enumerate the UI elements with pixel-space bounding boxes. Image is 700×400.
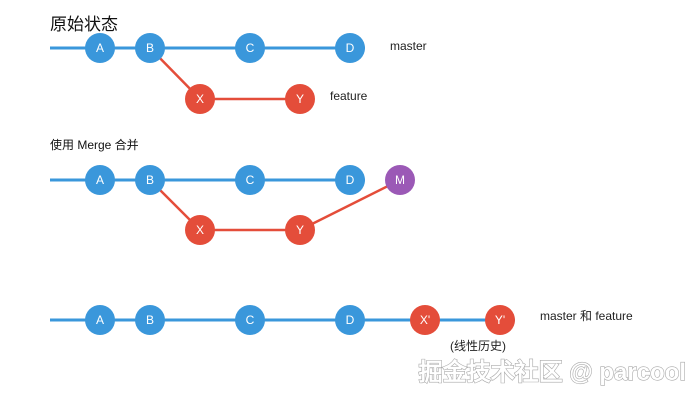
diagram3-commit-b-label: B [146,313,154,327]
diagram1-commit-x: X [185,84,215,114]
diagram2-commit-b-label: B [146,173,154,187]
diagram1-commit-c: C [235,33,265,63]
diagram2-commit-y-label: Y [296,223,304,237]
diagram2-commit-y: Y [285,215,315,245]
diagram1-commit-y: Y [285,84,315,114]
diagram3-commit-b: B [135,305,165,335]
diagram2-merge-edge [299,178,401,232]
diagram2-commit-m: M [385,165,415,195]
diagram2-commit-c-label: C [246,173,255,187]
diagram1-commit-b-label: B [146,41,154,55]
watermark-text: 掘金技术社区 @ parcool [419,358,686,386]
diagram1-feature-label: feature [330,89,368,103]
diagram3-branch-label: master 和 feature [540,309,633,323]
diagram1-commit-d: D [335,33,365,63]
diagram2-commit-m-label: M [395,173,405,187]
diagram3-commit-x-prime-label: X' [420,313,430,327]
diagram1-commit-a-label: A [96,41,104,55]
diagram1-commit-x-label: X [196,92,204,106]
diagram1-commit-y-label: Y [296,92,304,106]
diagram3-commit-y-prime: Y' [485,305,515,335]
diagram3-commit-a-label: A [96,313,104,327]
diagram1-commit-c-label: C [246,41,255,55]
diagram1-title: 原始状态 [50,15,118,34]
diagram2-commit-a-label: A [96,173,104,187]
diagram2-commit-c: C [235,165,265,195]
diagram1-commit-a: A [85,33,115,63]
diagram2-commit-x: X [185,215,215,245]
diagram3-commit-c: C [235,305,265,335]
diagram3-commit-y-prime-label: Y' [495,313,505,327]
diagram1-commit-d-label: D [346,41,355,55]
diagram1-commit-b: B [135,33,165,63]
diagram1-master-label: master [390,39,427,53]
diagram2-title: 使用 Merge 合并 [50,137,139,152]
diagram3-commit-d: D [335,305,365,335]
diagram2-commit-d-label: D [346,173,355,187]
diagram2-commit-d: D [335,165,365,195]
diagram3-commit-c-label: C [246,313,255,327]
diagram3-note: (线性历史) [450,339,506,353]
diagram2-commit-x-label: X [196,223,204,237]
diagram2-commit-a: A [85,165,115,195]
diagram2-commit-b: B [135,165,165,195]
diagram3-commit-d-label: D [346,313,355,327]
diagram3-commit-a: A [85,305,115,335]
diagram3-commit-x-prime: X' [410,305,440,335]
